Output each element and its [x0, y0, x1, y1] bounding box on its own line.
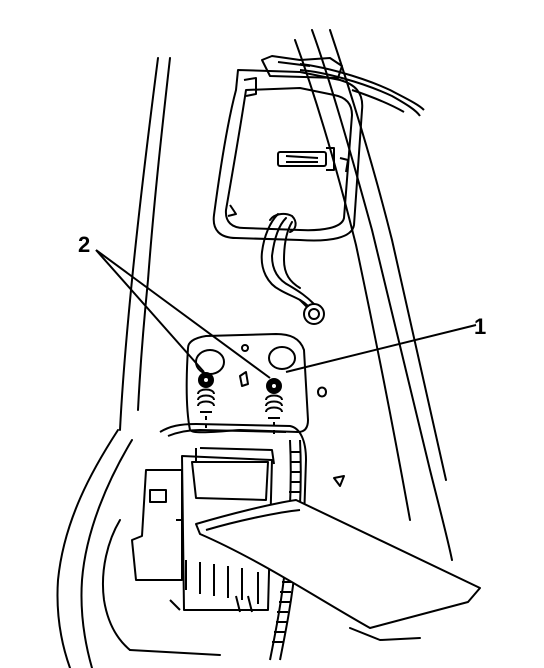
pillar-panel: [56, 29, 453, 668]
anchor-plate: [185, 333, 345, 487]
leader-line-2b: [95, 249, 271, 379]
wire-harness: [260, 212, 325, 325]
leader-line-2a: [95, 249, 205, 373]
upper-opening: [212, 55, 425, 242]
fastener-bolts: [197, 372, 283, 438]
belt-webbing: [195, 499, 481, 629]
leader-lines: [95, 249, 477, 379]
callout-label-2: 2: [78, 232, 90, 257]
leader-line-1: [285, 324, 477, 373]
callout-label-1: 1: [474, 314, 486, 339]
